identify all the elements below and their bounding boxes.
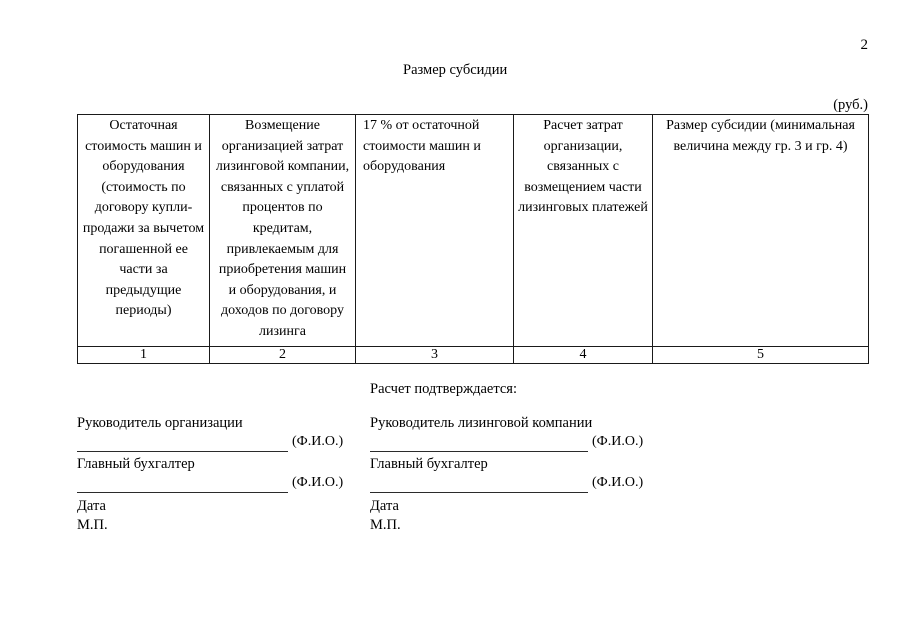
signature-rule-primary[interactable] [370, 451, 588, 452]
table-header-cell-1: Остаточная стоимость машин и оборудовани… [77, 114, 210, 347]
signature-role-chief-accountant: Главный бухгалтер [370, 456, 488, 472]
signature-stamp-label: М.П. [370, 517, 401, 533]
column-number-2: 2 [209, 346, 356, 364]
signature-block-organization: Руководитель организации (Ф.И.О.) Главны… [77, 414, 352, 535]
signature-role-chief-accountant: Главный бухгалтер [77, 456, 195, 472]
table-header-row: Остаточная стоимость машин и оборудовани… [77, 114, 869, 347]
table-header-cell-2: Возмещение организацией затрат лизингово… [209, 114, 356, 347]
table-column-number-row: 1 2 3 4 5 [77, 346, 869, 364]
page-title: Размер субсидии [403, 62, 508, 78]
signature-rule-secondary[interactable] [370, 492, 588, 493]
signature-role-head-of-organization: Руководитель организации [77, 415, 243, 431]
units-note: (руб.) [833, 97, 868, 113]
signature-stamp-label: М.П. [77, 517, 108, 533]
column-number-3: 3 [355, 346, 514, 364]
signature-rule-secondary[interactable] [77, 492, 288, 493]
subsidy-table: Остаточная стоимость машин и оборудовани… [77, 114, 869, 364]
signature-role-head-of-leasing-company: Руководитель лизинговой компании [370, 415, 593, 431]
signature-line-row-primary: (Ф.И.О.) [77, 433, 352, 455]
table-header-cell-5: Размер субсидии (минимальная величина ме… [652, 114, 869, 347]
signature-line-row-secondary: (Ф.И.О.) [370, 474, 652, 496]
page-number: 2 [860, 37, 869, 53]
table-header-cell-4: Расчет затрат организации, связанных с в… [513, 114, 653, 347]
signature-fio-label-primary: (Ф.И.О.) [292, 434, 344, 449]
signature-fio-label-primary: (Ф.И.О.) [592, 434, 644, 449]
signature-line-row-secondary: (Ф.И.О.) [77, 474, 352, 496]
confirmation-heading: Расчет подтверждается: [370, 381, 518, 397]
column-number-4: 4 [513, 346, 653, 364]
signature-date-label: Дата [77, 498, 106, 514]
signature-line-row-primary: (Ф.И.О.) [370, 433, 652, 455]
signature-date-label: Дата [370, 498, 399, 514]
column-number-1: 1 [77, 346, 210, 364]
signature-fio-label-secondary: (Ф.И.О.) [592, 475, 644, 490]
table-header-cell-3: 17 % от остаточной стоимости машин и обо… [355, 114, 514, 347]
signature-rule-primary[interactable] [77, 451, 288, 452]
signature-block-leasing-company: Руководитель лизинговой компании (Ф.И.О.… [370, 414, 652, 535]
column-number-5: 5 [652, 346, 869, 364]
signature-fio-label-secondary: (Ф.И.О.) [292, 475, 344, 490]
